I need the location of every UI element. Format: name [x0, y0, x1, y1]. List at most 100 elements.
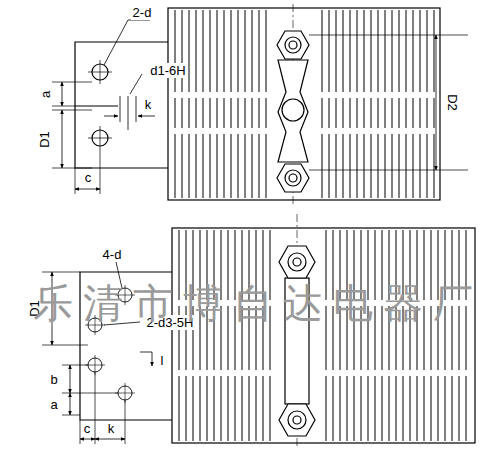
dimension-line	[62, 110, 63, 168]
dimension-label: k	[106, 421, 117, 436]
cooling-fin	[427, 134, 428, 198]
cooling-fin	[256, 376, 257, 441]
terminal-link	[278, 60, 308, 162]
heatsink-body	[172, 228, 475, 443]
cooling-fin	[263, 376, 264, 441]
cooling-fin	[207, 376, 208, 441]
dimension-label: a	[48, 397, 59, 412]
cooling-fin	[252, 10, 253, 92]
dimension-label: c	[82, 421, 93, 436]
cooling-fin	[186, 376, 187, 441]
cooling-fin	[231, 98, 232, 128]
cooling-fin	[238, 134, 239, 198]
cooling-fin	[427, 98, 428, 128]
cooling-fin	[210, 98, 211, 128]
cooling-fin	[231, 10, 232, 92]
cooling-fin	[182, 98, 183, 128]
hole-callout: 4-d	[101, 247, 124, 262]
dimension-line	[62, 82, 63, 106]
cooling-fin	[420, 134, 421, 198]
cooling-fin	[364, 98, 365, 128]
dimension-label: b	[48, 372, 59, 387]
cooling-fin	[196, 98, 197, 128]
cooling-fin	[182, 134, 183, 198]
cooling-fin	[329, 98, 330, 128]
cooling-fin	[322, 10, 323, 92]
cooling-fin	[242, 376, 243, 441]
cooling-fin	[378, 98, 379, 128]
cooling-fin	[189, 134, 190, 198]
dimension-line	[436, 35, 437, 170]
cooling-fin	[238, 10, 239, 92]
cooling-fin	[357, 134, 358, 198]
cooling-fin	[375, 376, 376, 441]
cooling-fin	[399, 98, 400, 128]
cooling-fin	[350, 98, 351, 128]
cooling-fin	[396, 376, 397, 441]
cooling-fin	[217, 98, 218, 128]
cooling-fin	[336, 98, 337, 128]
cooling-fin	[364, 10, 365, 92]
dimension-line	[95, 439, 125, 440]
cooling-fin	[413, 98, 414, 128]
cooling-fin	[200, 376, 201, 441]
cooling-fin	[259, 98, 260, 128]
cooling-fin	[350, 134, 351, 198]
cooling-fin	[392, 10, 393, 92]
cooling-fin	[245, 98, 246, 128]
cooling-fin	[420, 10, 421, 92]
hole-callout: 2-d	[131, 5, 154, 20]
cooling-fin	[347, 376, 348, 441]
cooling-fin	[245, 134, 246, 198]
cooling-fin	[438, 376, 439, 441]
hex-nut	[279, 404, 315, 436]
cooling-fin	[333, 376, 334, 441]
cooling-fin	[217, 134, 218, 198]
cooling-fin	[343, 134, 344, 198]
dimension-label: D2	[445, 92, 460, 113]
cooling-fin	[214, 376, 215, 441]
cooling-fin	[371, 134, 372, 198]
cooling-fin	[266, 134, 267, 198]
cooling-fin	[354, 376, 355, 441]
cooling-fin	[403, 376, 404, 441]
cooling-fin	[371, 98, 372, 128]
cooling-fin	[203, 98, 204, 128]
dimension-label: k	[143, 97, 154, 112]
cooling-fin	[266, 10, 267, 92]
cooling-fin	[385, 10, 386, 92]
cooling-fin	[399, 10, 400, 92]
dimension-label: D1	[37, 129, 52, 150]
cooling-fin	[189, 98, 190, 128]
cooling-fin	[224, 134, 225, 198]
cooling-fin	[413, 10, 414, 92]
cooling-fin	[249, 376, 250, 441]
cooling-fin	[378, 10, 379, 92]
cooling-fin	[413, 134, 414, 198]
cooling-fin	[385, 98, 386, 128]
cooling-fin	[431, 376, 432, 441]
cooling-fin	[252, 134, 253, 198]
cooling-fin	[382, 376, 383, 441]
cooling-fin	[228, 376, 229, 441]
cooling-fin	[175, 10, 176, 92]
cooling-fin	[189, 10, 190, 92]
cooling-fin	[270, 376, 271, 441]
cooling-fin	[417, 376, 418, 441]
cooling-fin	[424, 376, 425, 441]
cooling-fin	[452, 376, 453, 441]
cooling-fin	[217, 10, 218, 92]
cooling-fin	[427, 10, 428, 92]
cooling-fin	[259, 10, 260, 92]
dimension-line	[70, 365, 71, 393]
cooling-fin	[224, 10, 225, 92]
cooling-fin	[336, 10, 337, 92]
cooling-fin	[210, 134, 211, 198]
cooling-fin	[175, 98, 176, 128]
cooling-fin	[224, 98, 225, 128]
cooling-fin	[434, 98, 435, 128]
cooling-fin	[175, 134, 176, 198]
leader-line	[104, 20, 128, 65]
cooling-fin	[343, 98, 344, 128]
